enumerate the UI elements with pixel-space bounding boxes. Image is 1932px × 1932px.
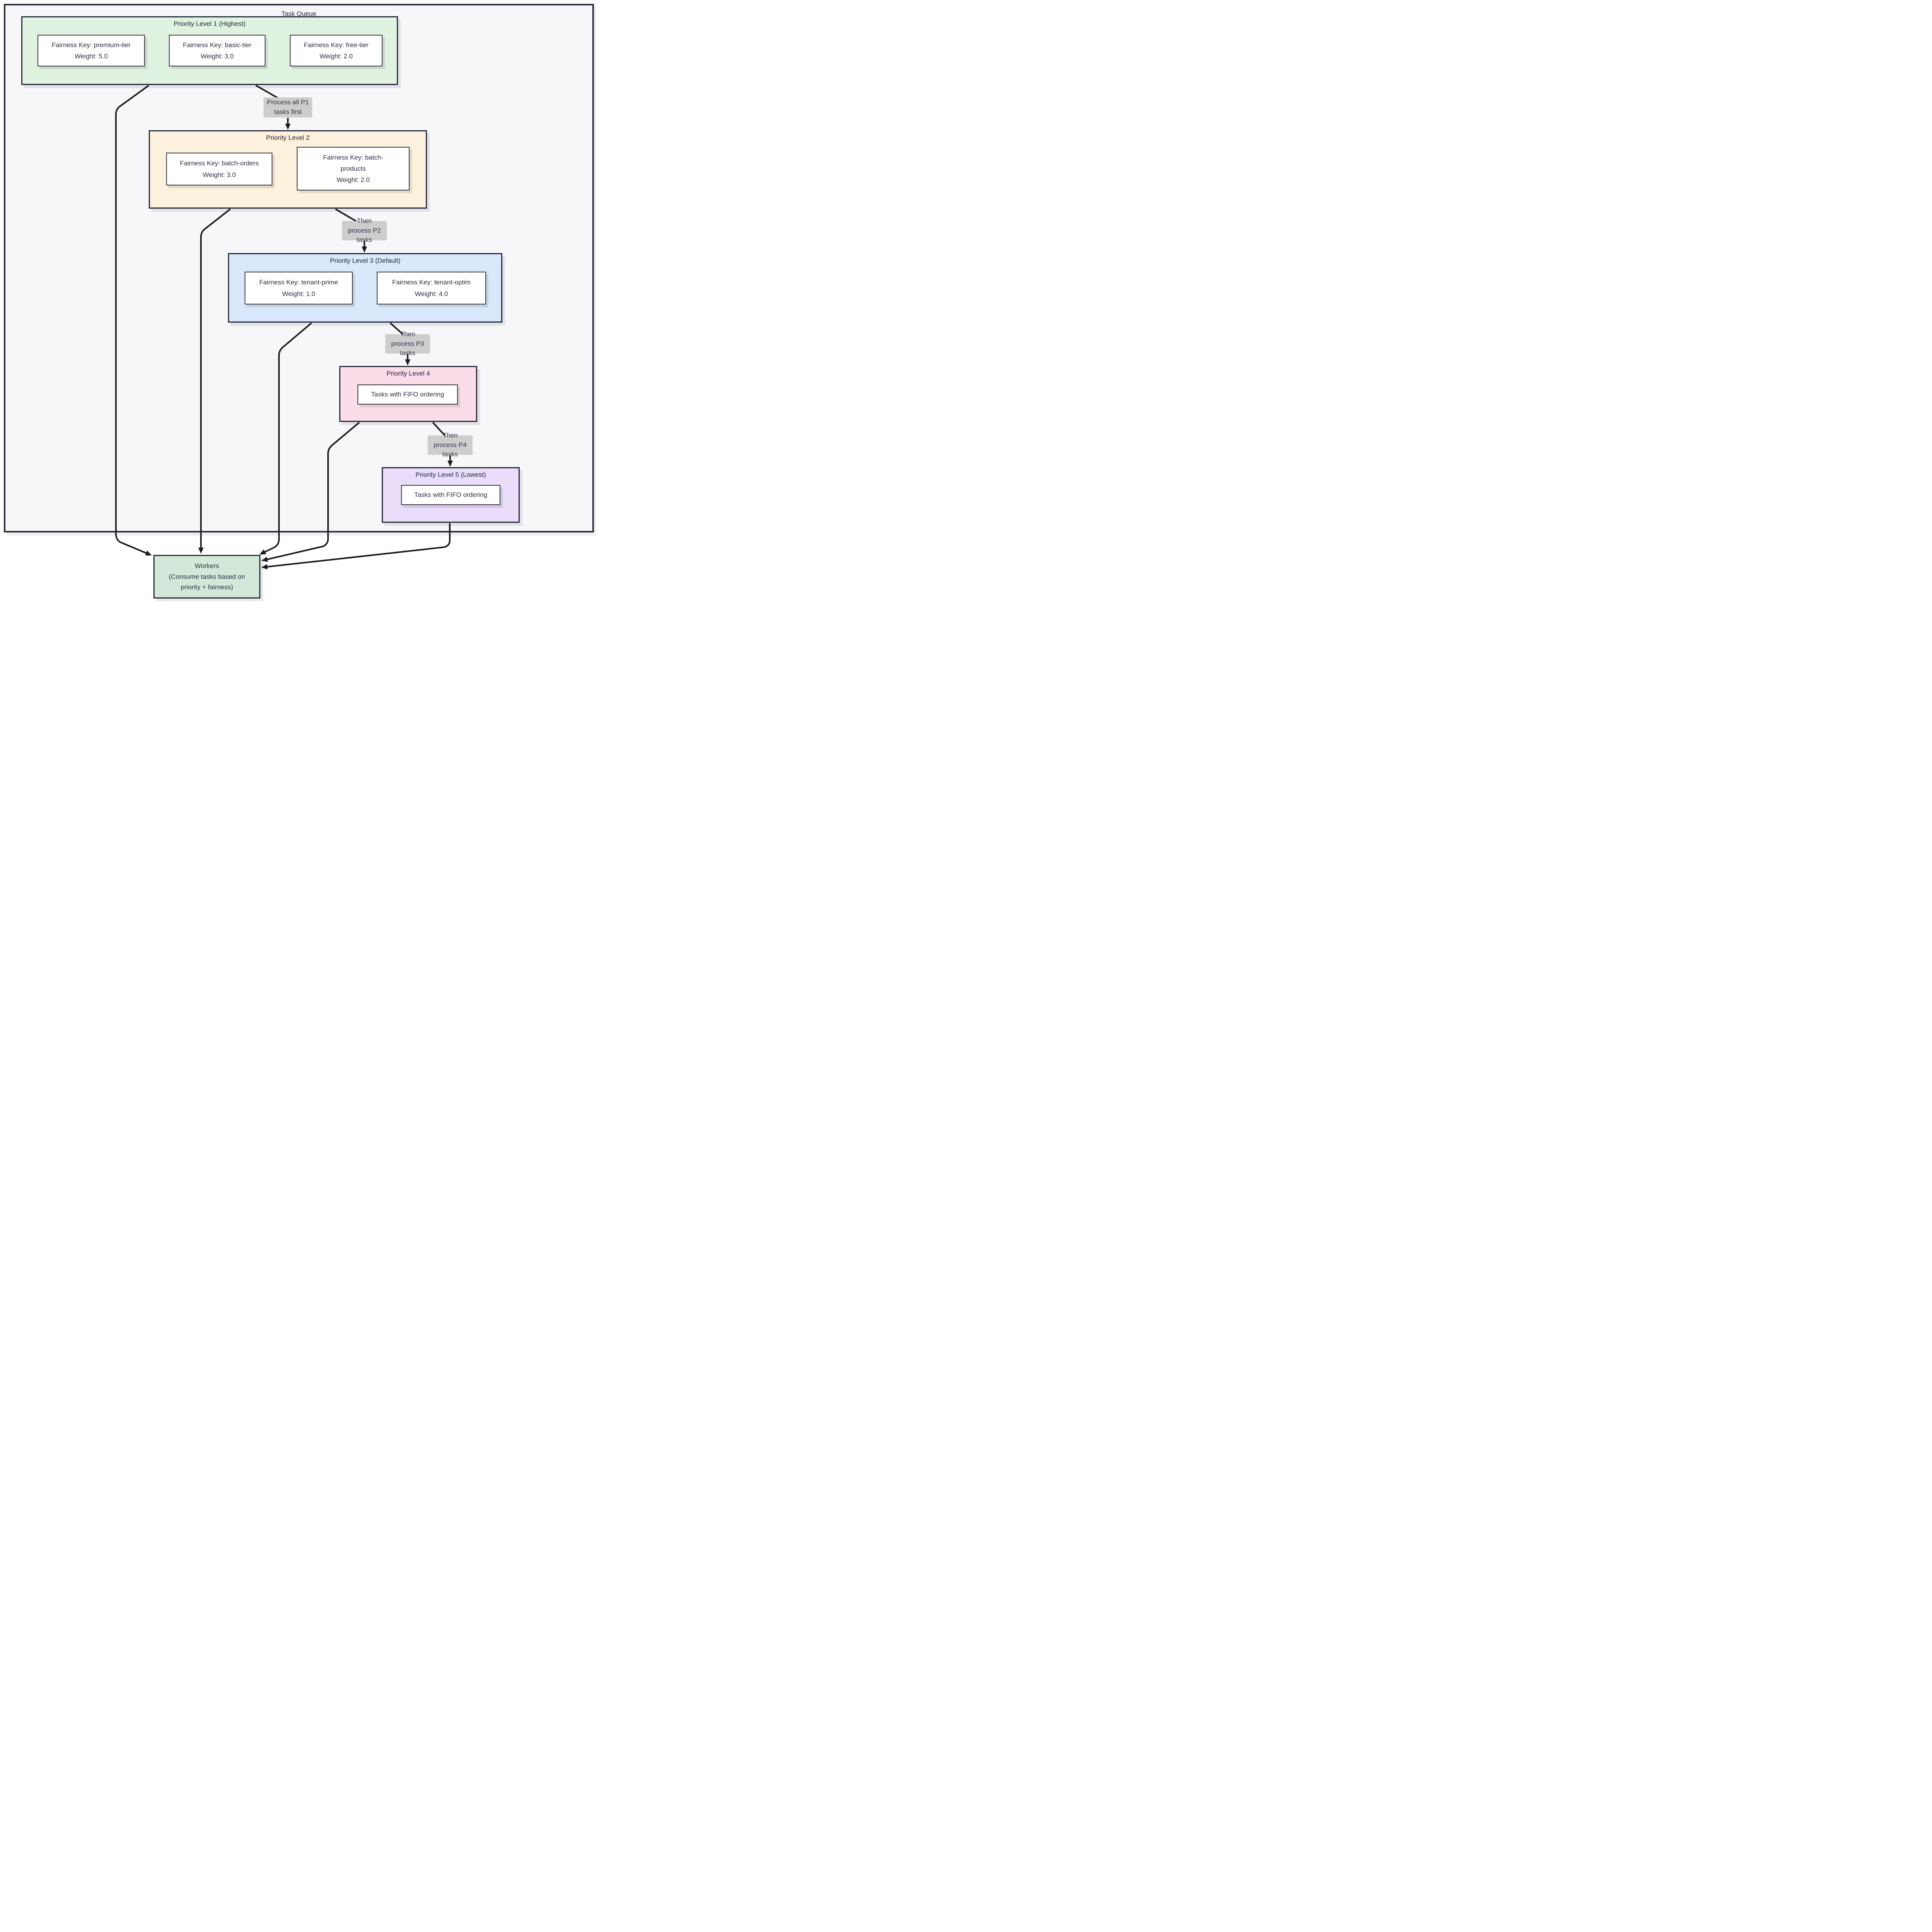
priority-level-3-title: Priority Level 3 (Default) bbox=[330, 257, 401, 264]
flowchart-canvas: Task Queue Priority Level 1 (Highest) Fa… bbox=[0, 0, 596, 601]
node-fifo-p4-label: Tasks with FIFO ordering bbox=[371, 391, 444, 398]
node-basic-tier-label: Fairness Key: basic-tier bbox=[183, 41, 252, 49]
priority-level-1-title: Priority Level 1 (Highest) bbox=[173, 20, 246, 27]
node-fifo-p4: Tasks with FIFO ordering bbox=[357, 384, 458, 405]
node-free-tier-label: Fairness Key: free-tier bbox=[304, 41, 369, 49]
node-batch-products-label: Fairness Key: batch-products bbox=[323, 153, 383, 172]
node-basic-tier: Fairness Key: basic-tier Weight: 3.0 bbox=[169, 35, 265, 66]
priority-level-2-title: Priority Level 2 bbox=[266, 134, 310, 141]
node-tenant-optim: Fairness Key: tenant-optim Weight: 4.0 bbox=[377, 272, 486, 304]
node-free-tier: Fairness Key: free-tier Weight: 2.0 bbox=[290, 35, 383, 66]
node-free-tier-weight: Weight: 2.0 bbox=[320, 53, 353, 60]
node-tenant-prime-label: Fairness Key: tenant-prime bbox=[259, 279, 338, 286]
node-batch-products-weight: Weight: 2.0 bbox=[337, 176, 370, 184]
node-premium-tier-label: Fairness Key: premium-tier bbox=[51, 41, 131, 49]
edge-label-process-p1: Process all P1 tasks first bbox=[264, 97, 312, 117]
workers-node: Workers (Consume tasks based on priority… bbox=[153, 555, 260, 599]
edge-label-process-p2: Then process P2 tasks bbox=[342, 217, 387, 243]
node-tenant-prime: Fairness Key: tenant-prime Weight: 1.0 bbox=[245, 272, 353, 304]
node-batch-products: Fairness Key: batch-products Weight: 2.0 bbox=[297, 147, 410, 190]
node-fifo-p5: Tasks with FIFO ordering bbox=[401, 485, 500, 505]
edge-label-process-p4: Then process P4 tasks bbox=[428, 432, 473, 458]
priority-level-5-title: Priority Level 5 (Lowest) bbox=[415, 471, 486, 478]
node-batch-orders-weight: Weight: 3.0 bbox=[202, 171, 236, 179]
task-queue-title: Task Queue bbox=[281, 10, 316, 17]
node-premium-tier: Fairness Key: premium-tier Weight: 5.0 bbox=[37, 35, 145, 66]
workers-title: Workers bbox=[195, 562, 219, 570]
node-tenant-optim-label: Fairness Key: tenant-optim bbox=[392, 279, 471, 286]
node-tenant-prime-weight: Weight: 1.0 bbox=[282, 290, 315, 298]
node-premium-tier-weight: Weight: 5.0 bbox=[75, 53, 108, 60]
node-tenant-optim-weight: Weight: 4.0 bbox=[415, 290, 448, 298]
node-basic-tier-weight: Weight: 3.0 bbox=[201, 53, 234, 60]
priority-level-4-title: Priority Level 4 bbox=[386, 370, 430, 377]
node-batch-orders-label: Fairness Key: batch-orders bbox=[180, 160, 259, 167]
edge-label-process-p3: Then process P3 tasks bbox=[385, 330, 430, 357]
workers-subtitle: (Consume tasks based on priority + fairn… bbox=[168, 573, 245, 591]
node-batch-orders: Fairness Key: batch-orders Weight: 3.0 bbox=[166, 153, 272, 185]
node-fifo-p5-label: Tasks with FIFO ordering bbox=[414, 491, 487, 499]
